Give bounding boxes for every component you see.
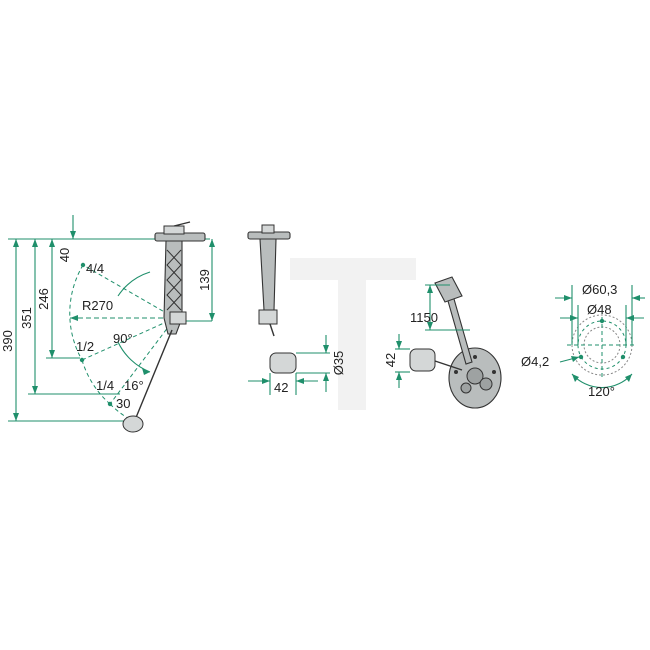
dim-351: 351 <box>19 307 34 329</box>
level-half-label: 1/2 <box>76 339 94 354</box>
level-full-label: 4/4 <box>86 261 104 276</box>
float-size-label: 42 <box>383 353 398 367</box>
dim-139: 139 <box>197 269 212 291</box>
radius-label: R270 <box>82 298 113 313</box>
front-view <box>247 224 330 395</box>
dim-390: 390 <box>0 330 15 352</box>
pitch-diameter-label: Ø48 <box>587 302 612 317</box>
float-diameter-label: Ø35 <box>331 351 346 376</box>
float-offset-label: 30 <box>116 396 130 411</box>
flange-view <box>555 285 645 389</box>
perspective-view <box>395 276 502 409</box>
outer-diameter-label: Ø60,3 <box>582 282 617 297</box>
side-view <box>8 215 215 433</box>
dim-246: 246 <box>36 288 51 310</box>
level-quarter-label: 1/4 <box>96 378 114 393</box>
angle-sweep-label: 90° <box>113 331 133 346</box>
float-width-label: 42 <box>274 380 288 395</box>
hole-angle-label: 120° <box>588 384 615 399</box>
hole-diameter-label: Ø4,2 <box>521 354 549 369</box>
watermark-logo <box>290 258 416 410</box>
angle-low-label: 16° <box>124 378 144 393</box>
cable-length-label: 1150 <box>410 310 438 325</box>
dim-40: 40 <box>57 248 72 262</box>
